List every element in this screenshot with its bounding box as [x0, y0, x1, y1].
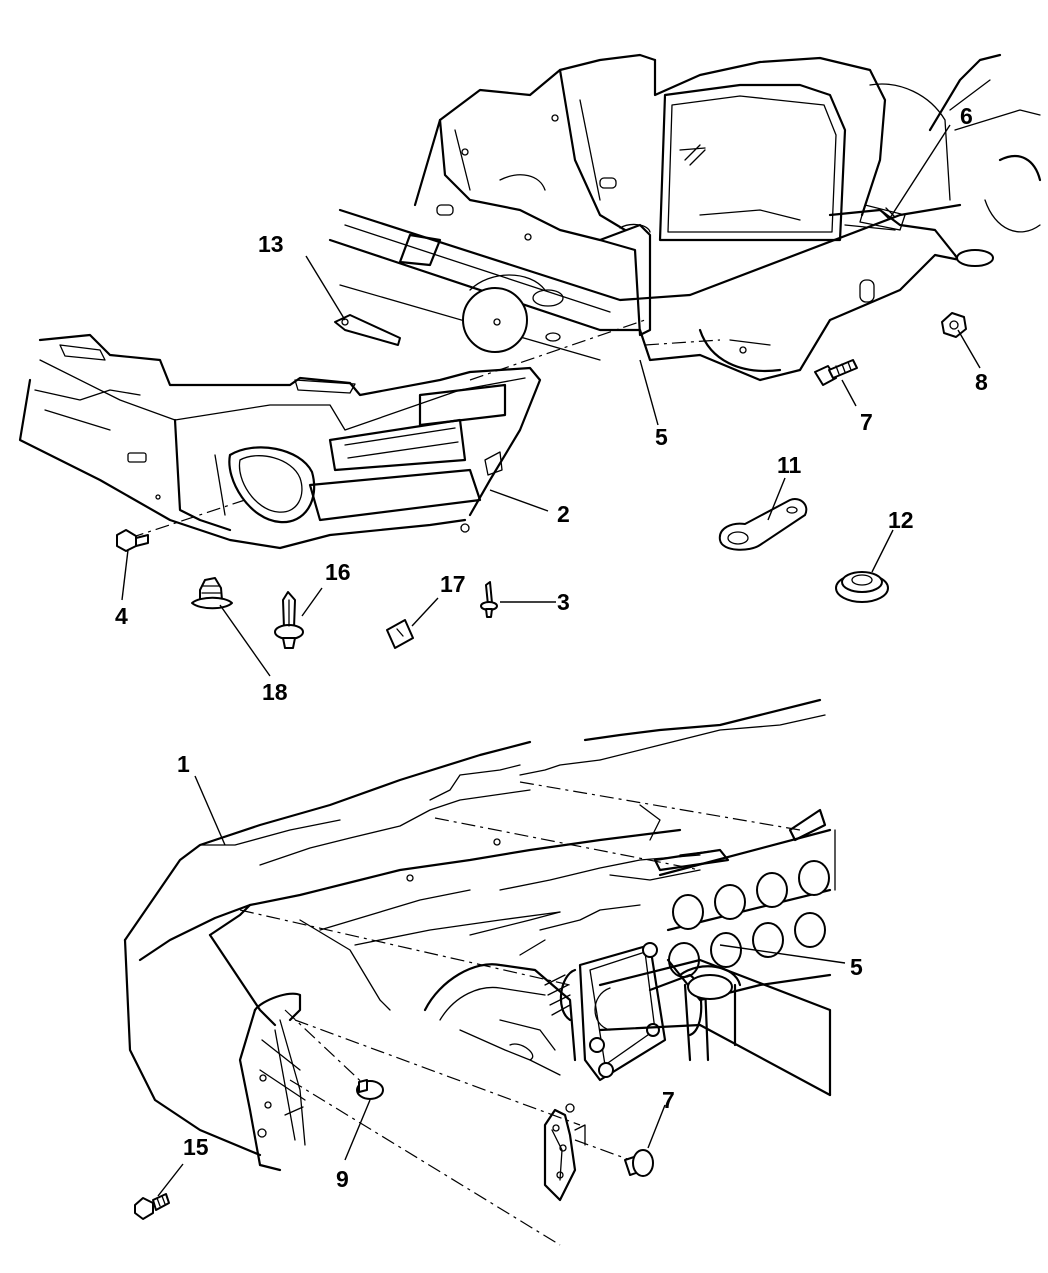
callout-18: 18	[262, 679, 288, 705]
callout-5-bottom: 5	[850, 954, 863, 980]
callout-9: 9	[336, 1166, 349, 1192]
bumper-end-cap-right	[423, 963, 586, 1202]
frame-rail-rear	[658, 828, 836, 1002]
callout-3: 3	[557, 589, 570, 615]
callout-2: 2	[557, 501, 570, 527]
upper-assembly-view	[18, 53, 1042, 677]
leaders-upper	[121, 124, 981, 677]
bumper-inner-panel	[208, 804, 827, 1027]
part-18-clip	[191, 577, 233, 610]
bumper-fascia	[123, 698, 826, 1157]
part-15-bolt	[134, 1193, 170, 1220]
front-fascia	[18, 333, 542, 550]
part-3-screw	[480, 581, 498, 618]
part-17-nut-clip	[386, 619, 414, 649]
callout-7-top: 7	[860, 409, 873, 435]
part-12-grommet	[835, 571, 889, 603]
bumper-mount-bracket	[544, 942, 832, 1097]
frame-rail	[328, 203, 994, 382]
callout-15: 15	[183, 1134, 209, 1160]
part-7-bolt-lower	[624, 1149, 654, 1177]
callout-labels: 13 2 5 6 7 8 11 12 4 16 17 3 18 1 5 7 9 …	[115, 103, 988, 1192]
callout-8: 8	[975, 369, 988, 395]
part-7-bolt-upper	[814, 359, 858, 386]
bumper-end-cap	[238, 992, 306, 1172]
callout-1: 1	[177, 751, 190, 777]
vehicle-body-structure	[413, 53, 1042, 242]
callout-6: 6	[960, 103, 973, 129]
leaders-lower	[157, 775, 846, 1197]
callout-11: 11	[777, 452, 802, 478]
part-9-clip	[356, 1079, 384, 1100]
part-11-bracket	[718, 498, 808, 551]
callout-12: 12	[888, 507, 914, 533]
callout-16: 16	[325, 559, 351, 585]
callout-4: 4	[115, 603, 128, 629]
callout-17: 17	[440, 571, 466, 597]
part-16-push-pin	[274, 591, 304, 649]
part-4-bolt	[116, 529, 149, 552]
lower-assembly-view	[123, 698, 846, 1246]
callout-13: 13	[258, 231, 284, 257]
callout-5-top: 5	[655, 424, 668, 450]
part-8-nut	[941, 312, 967, 338]
callout-7-bottom: 7	[662, 1087, 675, 1113]
